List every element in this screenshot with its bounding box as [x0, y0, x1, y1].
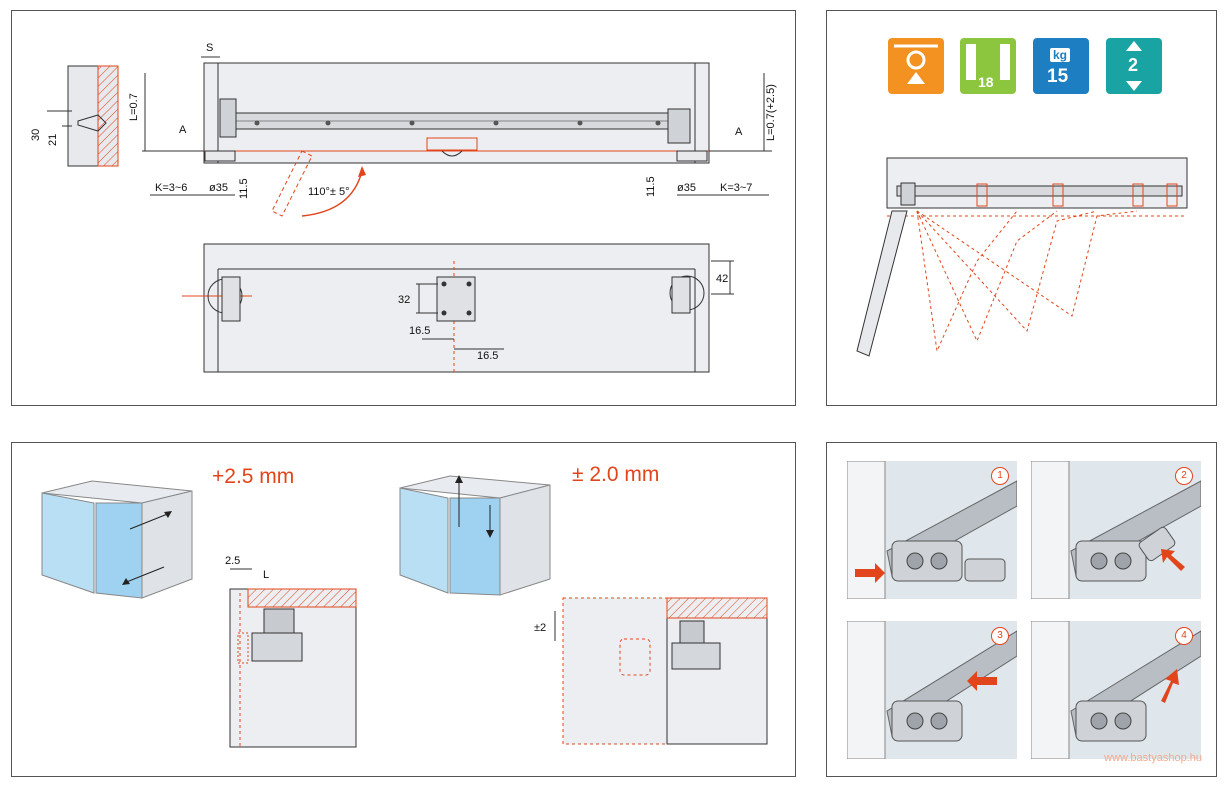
step-number-1: 1	[991, 467, 1009, 485]
dim-k-left: K=3~6	[155, 182, 187, 194]
dim-l-right: L=0.7(+2.5)	[765, 84, 777, 141]
dim-s: S	[206, 42, 213, 54]
motion-diagram	[856, 157, 1188, 357]
hinge-right	[667, 108, 691, 144]
side-hinge-detail	[251, 632, 303, 662]
dim-h-right: 11.5	[645, 176, 657, 197]
dim-l-left: L=0.7	[128, 93, 140, 121]
features-panel: 18 kg 15 2	[826, 10, 1217, 406]
quantity-label: 2	[1128, 55, 1139, 75]
side-hatch	[97, 65, 119, 167]
step-3: 3	[847, 621, 1017, 759]
weight-unit: kg	[1050, 48, 1071, 62]
dim-h-left: 11.5	[238, 178, 250, 199]
mounting-icon	[888, 38, 944, 94]
dim-32: 32	[398, 294, 410, 306]
step-number-3: 3	[991, 627, 1009, 645]
adjustment-panel: +2.5 mm 2.5 L ± 2.0 mm ±2	[11, 442, 796, 777]
dim-21: 21	[47, 134, 59, 146]
dim-16-5-a: 16.5	[409, 325, 430, 337]
dim-a-right: A	[735, 126, 743, 138]
dim-l: L	[263, 569, 269, 581]
dim-2-5: 2.5	[225, 555, 240, 567]
height-hinge-detail	[671, 642, 721, 670]
hinge-left	[219, 98, 237, 138]
open-door	[856, 210, 908, 357]
thickness-label: 18	[978, 74, 994, 90]
motion-paths	[887, 210, 1187, 353]
step-number-2: 2	[1175, 467, 1193, 485]
step-2: 2	[1031, 461, 1201, 599]
right-door-b	[449, 497, 501, 596]
right-door-a	[399, 487, 449, 594]
dim-plus-minus-2: ±2	[534, 622, 546, 634]
dim-angle: 110°± 5°	[308, 186, 350, 198]
adjust-height-label: ± 2.0 mm	[572, 463, 659, 486]
quantity-icon: 2	[1106, 38, 1162, 94]
dim-d-right: ø35	[677, 182, 696, 194]
step-number-4: 4	[1175, 627, 1193, 645]
watermark: www.bastyashop.hu	[1104, 752, 1202, 764]
side-profile-hinge	[77, 114, 107, 132]
left-door-a	[41, 492, 95, 594]
weight-label: 15	[1047, 66, 1069, 87]
step-1: 1	[847, 461, 1017, 599]
dim-16-5-b: 16.5	[477, 350, 498, 362]
left-door-b	[95, 502, 143, 599]
dim-42: 42	[716, 273, 728, 285]
thickness-icon: 18	[960, 38, 1016, 94]
dim-a-left: A	[179, 124, 187, 136]
adjust-side-label: +2.5 mm	[212, 465, 294, 488]
dim-d-left: ø35	[209, 182, 228, 194]
rail-holes	[254, 120, 661, 126]
technical-drawing-panel: 30 21 110°± 5°	[11, 10, 796, 406]
dim-k-right: K=3~7	[720, 182, 752, 194]
adjustment-diagram: +2.5 mm 2.5 L ± 2.0 mm ±2	[41, 463, 768, 748]
technical-drawing: 30 21 110°± 5°	[30, 42, 777, 373]
step-4: 4	[1031, 621, 1201, 759]
dim-30: 30	[30, 129, 42, 141]
weight-icon: kg 15	[1033, 38, 1089, 94]
installation-steps-panel: 1 2 3 4	[826, 442, 1217, 777]
opening-door	[271, 150, 313, 217]
